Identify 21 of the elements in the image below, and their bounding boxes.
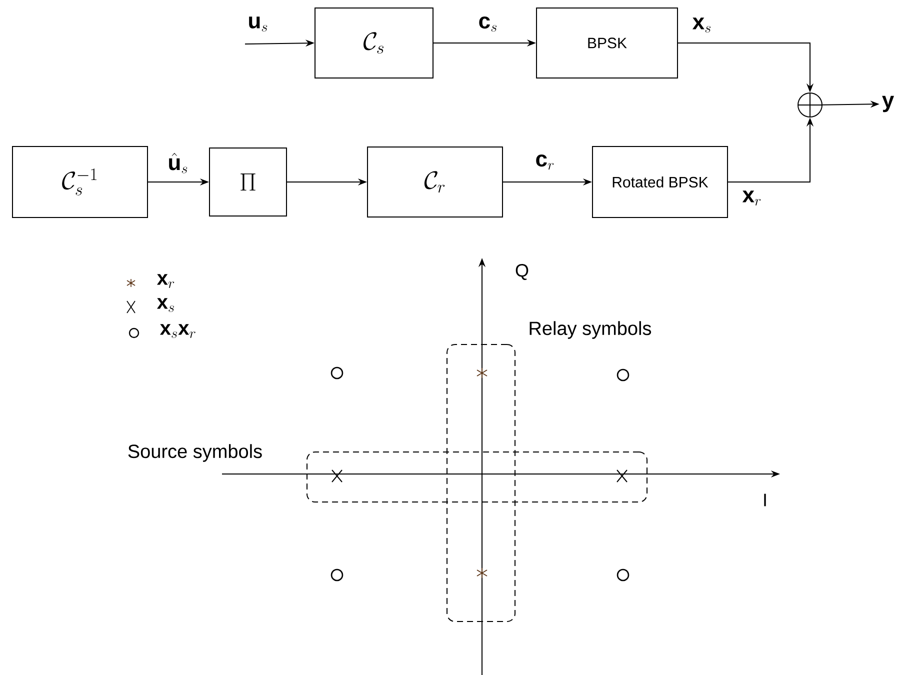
axis-label: Q (516, 264, 528, 280)
edge-label: $\mathbf{x}_s$ (692, 18, 710, 32)
block-box: Rotated BPSK (592, 146, 728, 218)
axis-label: I (764, 494, 766, 506)
edge-label: $\mathbf{c}_r$ (536, 154, 554, 170)
block-box: $\mathcal{C}_s$ (314, 8, 434, 78)
edge-label: $\mathbf{u}_s$ (249, 16, 268, 32)
legend-text: $\mathbf{x}_s\mathbf{x}_r$ (160, 324, 196, 338)
legend-text: $\mathbf{x}_s$ (156, 298, 174, 312)
edge-label: $\mathbf{c}_s$ (479, 16, 496, 32)
node-label: Source symbols (128, 444, 262, 462)
legend-text: $\mathbf{x}_r$ (156, 274, 174, 288)
output-label: $\mathbf{y}$ (882, 96, 894, 112)
block-box: BPSK (536, 8, 678, 78)
edge-label: $\mathbf{x}_r$ (742, 190, 761, 206)
block-box: $\mathcal{C}_r$ (367, 146, 503, 218)
block-box: $\Pi$ (209, 148, 287, 216)
node-label: Relay symbols (530, 321, 652, 339)
edge-label: $\hat{\mathbf{u}}_s$ (169, 152, 188, 174)
adder-symbol (798, 92, 823, 118)
block-box: $\mathcal{C}_s^{-1}$ (12, 146, 148, 218)
